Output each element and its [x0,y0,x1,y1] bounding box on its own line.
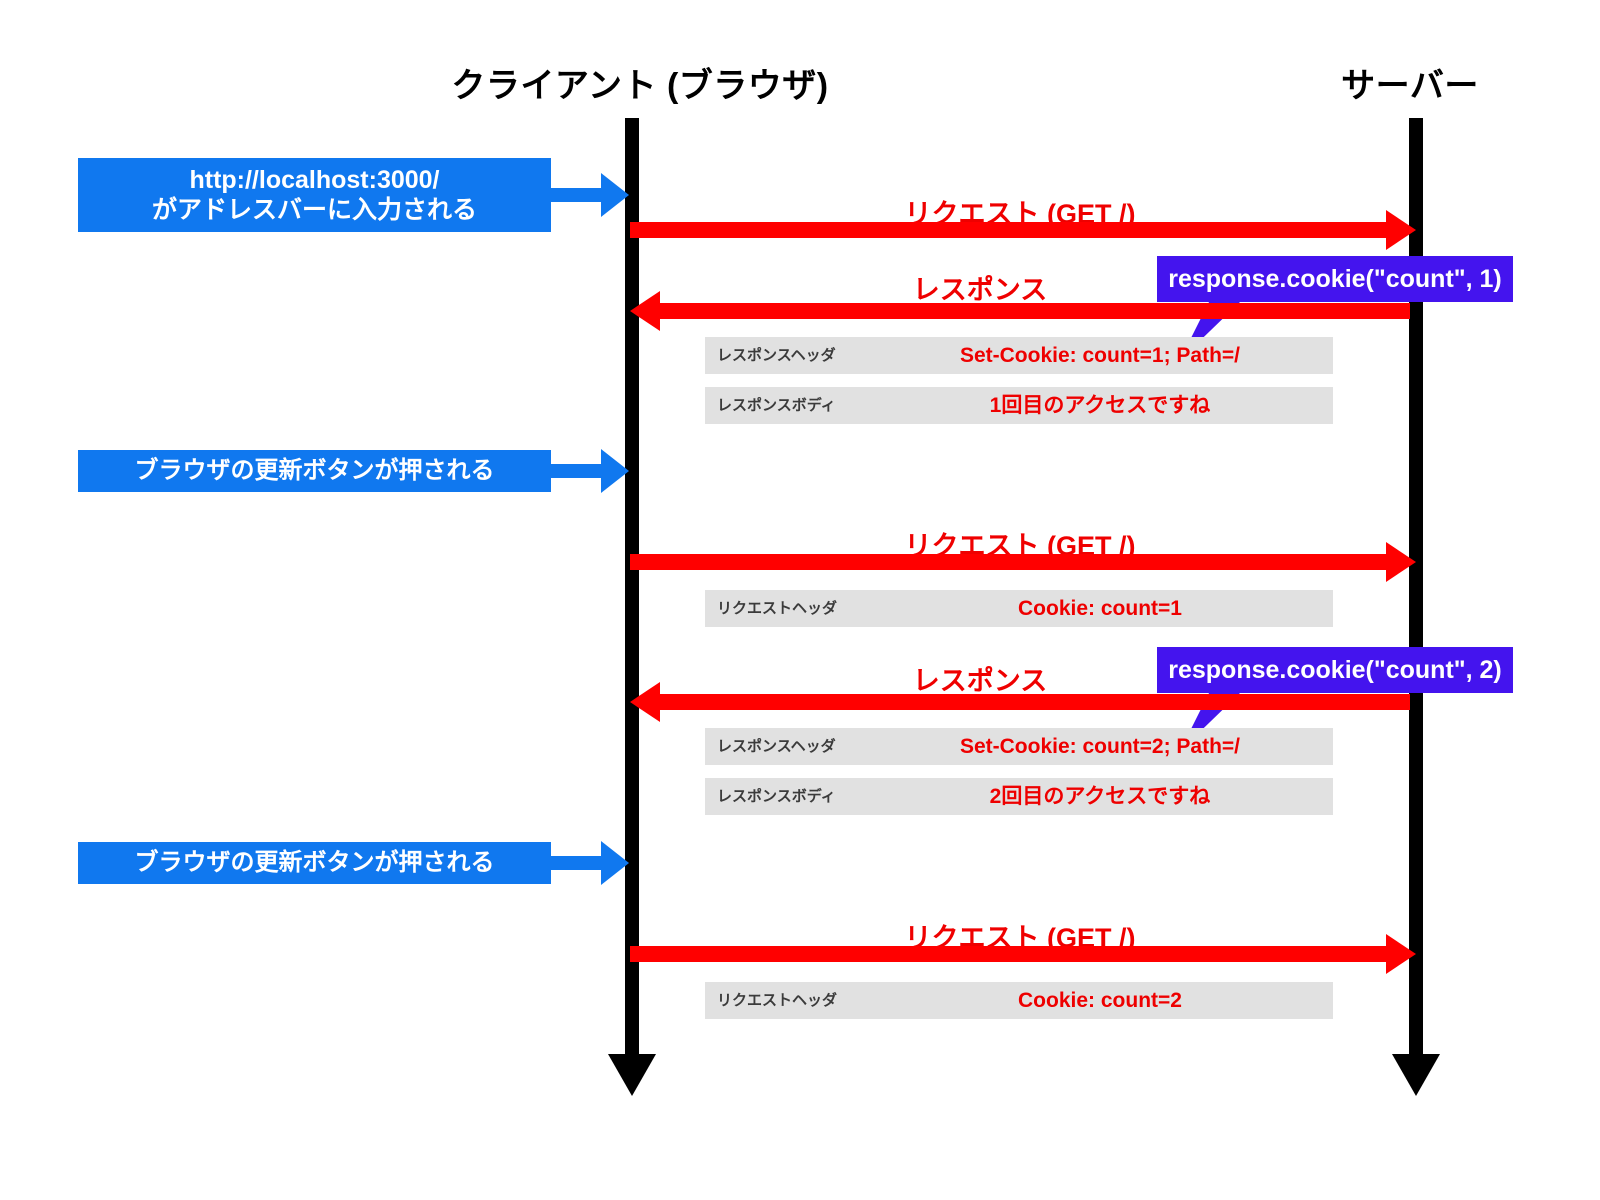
event-box-refresh-2: ブラウザの更新ボタンが押される [78,842,551,884]
message-arrow-response-2-head-icon [630,682,660,722]
detail-row-label: リクエストヘッダ [717,992,838,1009]
message-arrow-request-3-shaft [630,946,1388,962]
message-arrow-request-2-head-icon [1386,542,1416,582]
server-participant-label: サーバー [1341,67,1479,105]
event-box-refresh-1: ブラウザの更新ボタンが押される [78,450,551,492]
message-arrow-request-1-shaft [630,222,1388,238]
server-lifeline-arrow-icon [1392,1054,1440,1096]
detail-row-value: 2回目のアクセスですね [989,785,1211,808]
detail-row-label: レスポンスヘッダ [717,738,836,755]
event-arrow-refresh-1-head-icon [601,449,629,493]
detail-row-value: Set-Cookie: count=1; Path=/ [959,344,1241,367]
detail-row-value: Set-Cookie: count=2; Path=/ [959,735,1241,758]
message-arrow-request-3-head-icon [1386,934,1416,974]
event-box-address-bar: http://localhost:3000/ がアドレスバーに入力される [78,158,551,232]
event-box-refresh-2-line1: ブラウザの更新ボタンが押される [134,849,495,877]
event-box-refresh-1-line1: ブラウザの更新ボタンが押される [134,457,495,485]
detail-row-request-header-2: リクエストヘッダ Cookie: count=1 [705,590,1333,627]
server-lifeline [1409,118,1423,1060]
message-arrow-request-1-head-icon [1386,210,1416,250]
detail-row-label: レスポンスヘッダ [717,347,836,364]
event-arrow-address-bar-head-icon [601,173,629,217]
detail-row-value: Cookie: count=2 [1018,989,1182,1012]
message-label-response-1: レスポンス [912,275,1048,305]
detail-row-label: レスポンスボディ [717,788,836,805]
callout-cookie-2: response.cookie("count", 2) [1157,647,1513,693]
client-lifeline-arrow-icon [608,1054,656,1096]
event-box-address-bar-line1: http://localhost:3000/ [189,165,440,194]
detail-row-value: 1回目のアクセスですね [989,394,1211,417]
message-arrow-response-1-shaft [660,303,1410,319]
event-box-address-bar-line2: がアドレスバーに入力される [151,196,477,224]
detail-row-response-body-1: レスポンスボディ 1回目のアクセスですね [705,387,1333,424]
event-arrow-refresh-1-shaft [551,464,611,478]
message-arrow-response-1-head-icon [630,291,660,331]
client-lifeline [625,118,639,1060]
message-arrow-response-2-shaft [660,694,1410,710]
detail-row-value: Cookie: count=1 [1018,597,1182,620]
detail-row-request-header-3: リクエストヘッダ Cookie: count=2 [705,982,1333,1019]
event-arrow-refresh-2-head-icon [601,841,629,885]
event-arrow-refresh-2-shaft [551,856,611,870]
message-label-response-2: レスポンス [912,666,1048,696]
client-participant-label: クライアント (ブラウザ) [451,67,829,105]
event-arrow-address-bar-shaft [551,188,611,202]
detail-row-response-header-2: レスポンスヘッダ Set-Cookie: count=2; Path=/ [705,728,1333,765]
detail-row-response-body-2: レスポンスボディ 2回目のアクセスですね [705,778,1333,815]
detail-row-label: レスポンスボディ [717,397,836,414]
detail-row-response-header-1: レスポンスヘッダ Set-Cookie: count=1; Path=/ [705,337,1333,374]
message-arrow-request-2-shaft [630,554,1388,570]
callout-cookie-1: response.cookie("count", 1) [1157,256,1513,302]
detail-row-label: リクエストヘッダ [717,600,838,617]
